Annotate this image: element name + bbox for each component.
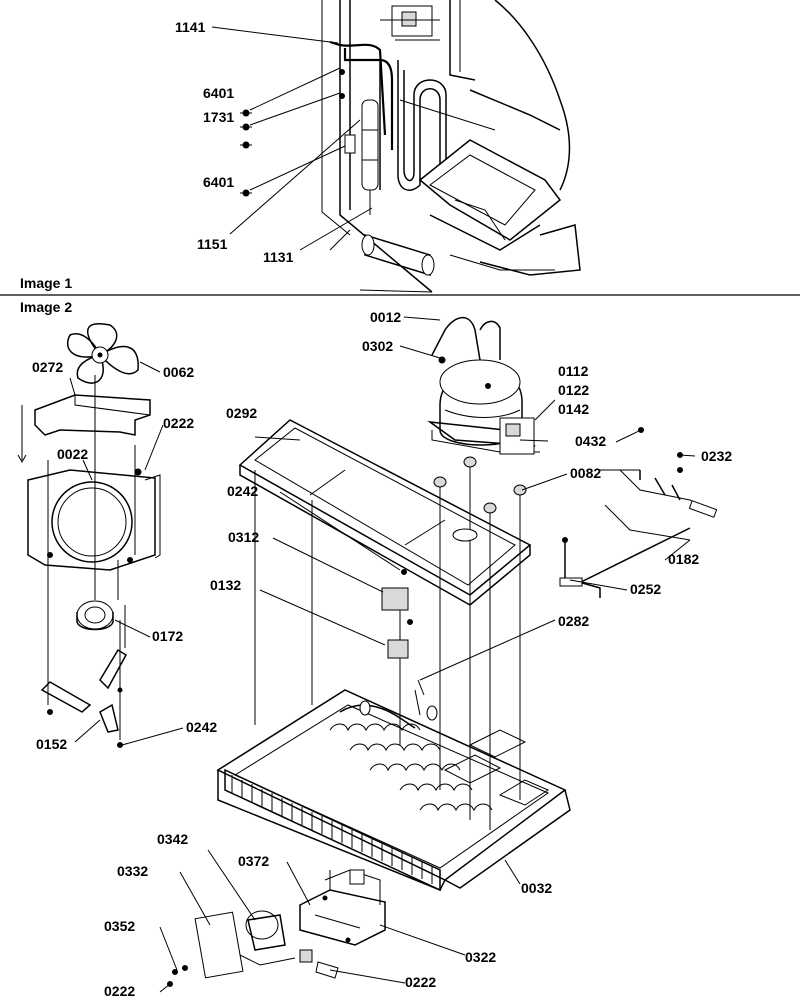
callout-0332: 0332 [117,863,148,879]
drain-pan [238,419,532,745]
callout-0222-c: 0222 [104,983,135,999]
callout-0252: 0252 [630,581,661,597]
callout-0432: 0432 [575,433,606,449]
callout-1131: 1131 [263,249,294,265]
callout-0272: 0272 [32,359,63,375]
callout-0242-b: 0242 [186,719,217,735]
callout-0152: 0152 [36,736,67,752]
image2-drawing [17,316,718,993]
callout-0022: 0022 [57,446,88,462]
callout-0032: 0032 [521,880,552,896]
callout-0142: 0142 [558,401,589,417]
callout-0132: 0132 [210,577,241,593]
section-label-image2: Image 2 [20,299,72,315]
callout-0062: 0062 [163,364,194,380]
callout-0312: 0312 [228,529,259,545]
callout-0222-b: 0222 [405,974,436,990]
callout-0302: 0302 [362,338,393,354]
callout-0222-a: 0222 [163,415,194,431]
callout-0342: 0342 [157,831,188,847]
condenser-base [216,679,571,892]
callout-0322: 0322 [465,949,496,965]
image1-drawing [211,0,581,293]
callout-0242-a: 0242 [227,483,258,499]
callout-1151: 1151 [197,236,228,252]
compressor [427,316,540,830]
image2-callouts: 0012 0302 0112 0122 0142 0272 0062 0222 … [32,309,732,999]
callout-0352: 0352 [104,918,135,934]
callout-0172: 0172 [152,628,183,644]
callout-6401-b: 6401 [203,174,234,190]
image1-callouts: 1141 6401 1731 6401 1151 1131 [175,19,294,265]
callout-0182: 0182 [668,551,699,567]
callout-1731: 1731 [203,109,234,125]
callout-0082: 0082 [570,465,601,481]
section-label-image1: Image 1 [20,275,72,291]
callout-0112: 0112 [558,363,589,379]
callout-0372: 0372 [238,853,269,869]
callout-0232: 0232 [701,448,732,464]
callout-6401-a: 6401 [203,85,234,101]
callout-0292: 0292 [226,405,257,421]
callout-0012: 0012 [370,309,401,325]
callout-1141: 1141 [175,19,206,35]
callout-0282: 0282 [558,613,589,629]
fan-blade [67,323,139,384]
callout-0122: 0122 [558,382,589,398]
